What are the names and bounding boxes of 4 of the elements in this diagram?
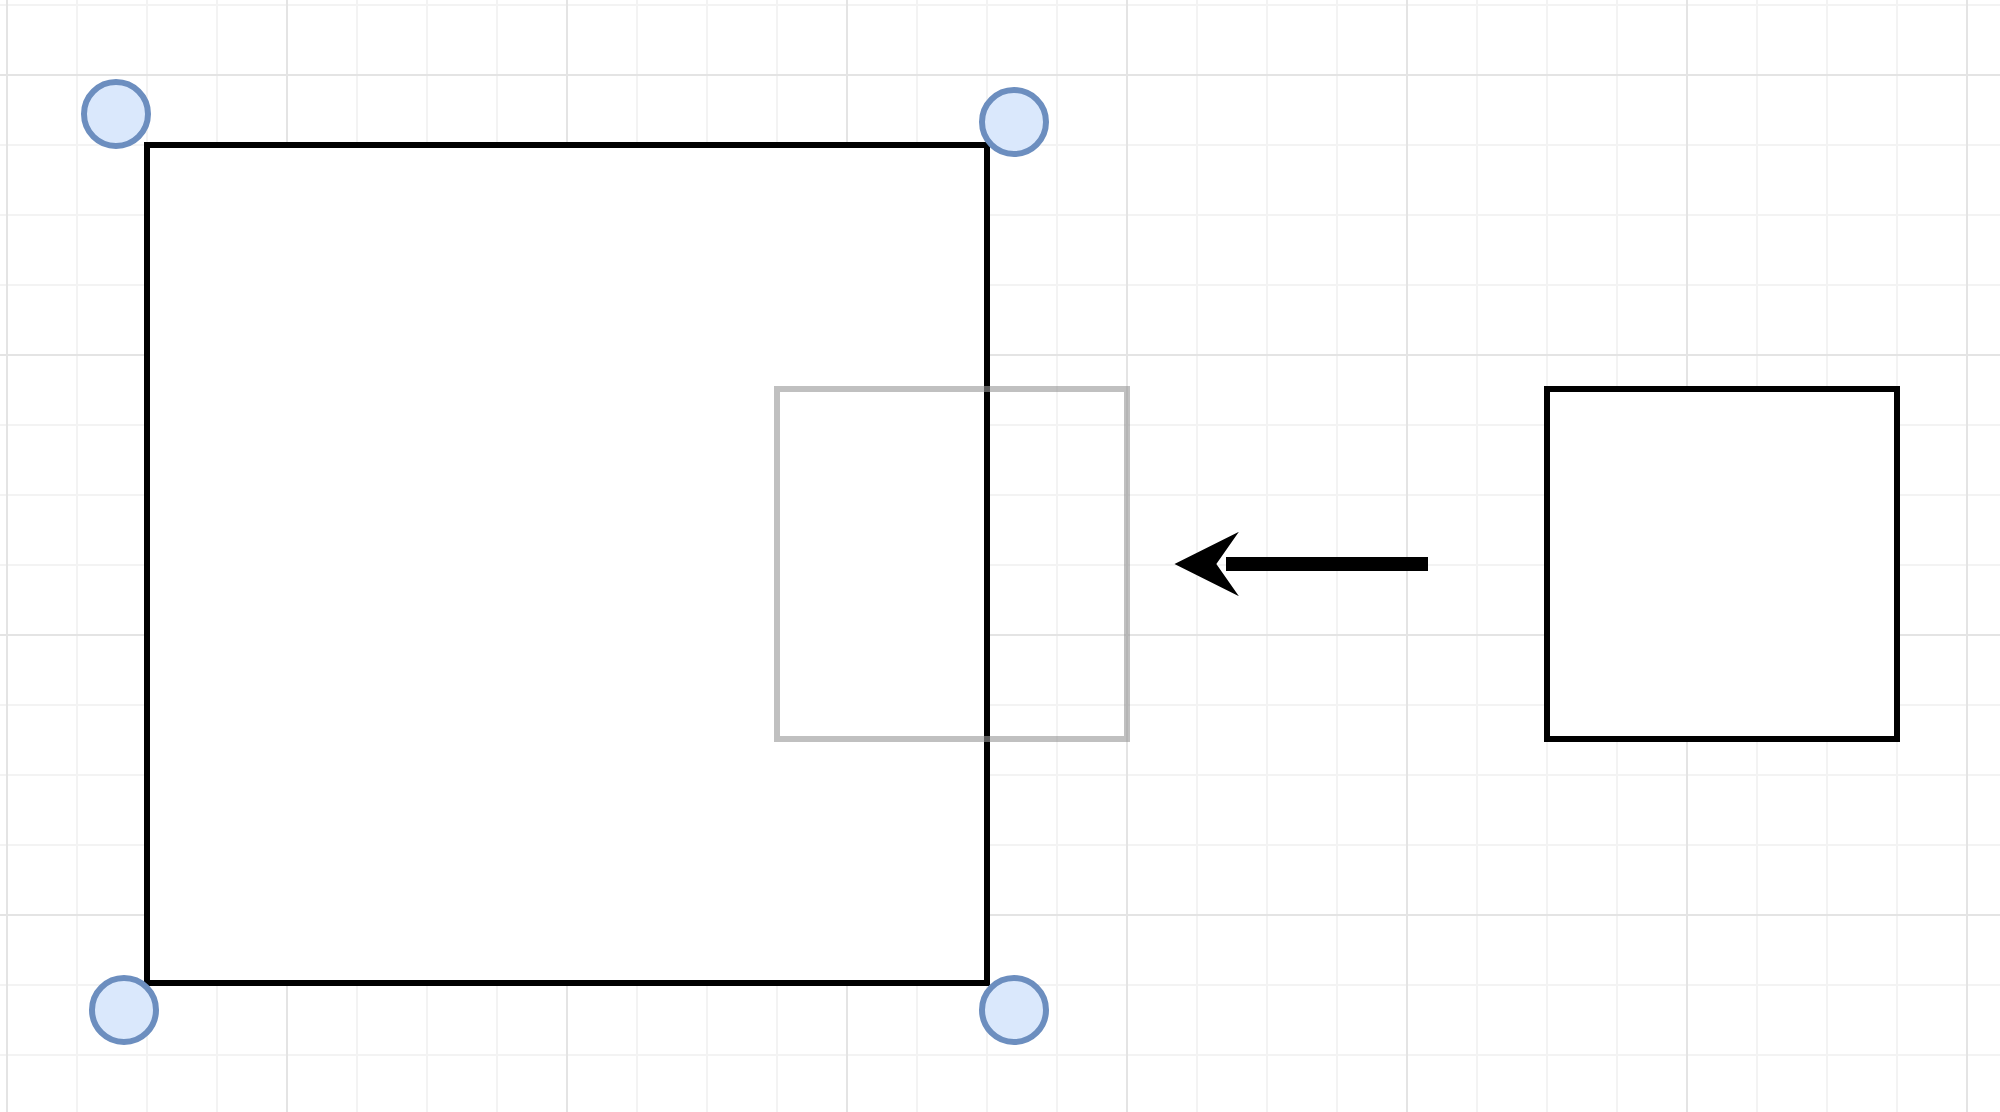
square-box <box>144 142 990 986</box>
square-box <box>1544 386 1900 742</box>
arrow <box>1174 531 1428 597</box>
ghost-box <box>774 386 1130 742</box>
